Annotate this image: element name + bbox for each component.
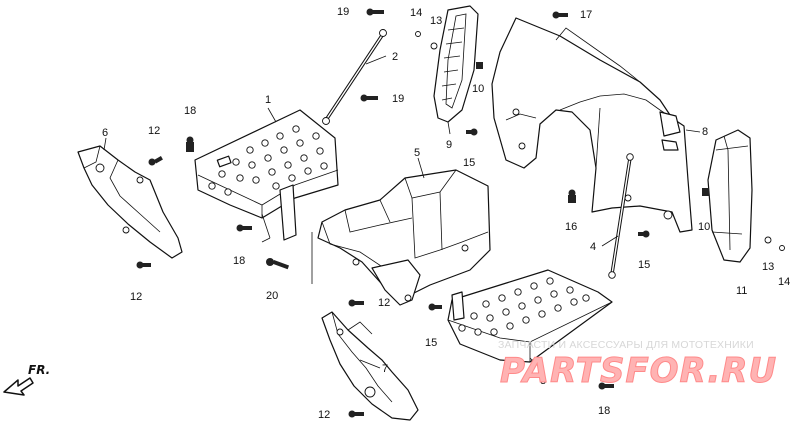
callout-14-top: 14 [410, 7, 422, 19]
callout-8: 8 [702, 126, 708, 138]
part-4-lower-rod [608, 153, 634, 279]
callout-13-top: 13 [430, 15, 442, 27]
callout-19-top: 19 [337, 6, 349, 18]
fasteners [136, 8, 785, 418]
part-3-floor-panel [447, 269, 613, 363]
callout-14-right: 14 [778, 276, 790, 288]
part-8-frame-cover [491, 17, 693, 233]
callout-9: 9 [446, 139, 452, 151]
callout-7: 7 [382, 363, 388, 375]
callout-15-right: 15 [638, 259, 650, 271]
callout-12-bottom: 12 [318, 409, 330, 421]
callout-12-left: 12 [148, 125, 160, 137]
callout-17: 17 [580, 9, 592, 21]
part-9-side-vent [433, 5, 479, 123]
arrow-icon [3, 377, 34, 396]
watermark-brand: PARTSFOR.RU [500, 351, 777, 391]
callout-18-mid: 18 [233, 255, 245, 267]
callout-5: 5 [414, 147, 420, 159]
callout-2: 2 [392, 51, 398, 63]
callout-13-right: 13 [762, 261, 774, 273]
callout-3: 3 [540, 375, 546, 387]
callout-1: 1 [265, 94, 271, 106]
front-direction-indicator: FR. [3, 363, 50, 396]
watermark: ЗАПЧАСТИ И АКСЕССУАРЫ ДЛЯ МОТОТЕХНИКИ PA… [498, 339, 777, 392]
part-1-floor-panel [194, 109, 339, 241]
watermark-tagline: ЗАПЧАСТИ И АКСЕССУАРЫ ДЛЯ МОТОТЕХНИКИ [498, 339, 754, 351]
leader-lines [103, 55, 701, 371]
part-1-holes [208, 125, 328, 196]
part-2-stay-rod [322, 29, 387, 125]
callout-10-top: 10 [472, 83, 484, 95]
callout-11: 11 [736, 285, 747, 297]
part-6-side-bracket [77, 145, 183, 259]
callout-19-mid: 19 [392, 93, 404, 105]
part-5-center-duct [317, 169, 491, 306]
callout-20: 20 [266, 290, 278, 302]
callout-15-center: 15 [463, 157, 475, 169]
part-3-holes [458, 277, 590, 336]
part-7-lower-bracket [321, 311, 419, 421]
callout-12-center: 12 [378, 297, 390, 309]
callout-4: 4 [590, 241, 596, 253]
direction-label: FR. [28, 363, 50, 377]
part-11-right-panel [707, 129, 753, 263]
callout-10-right: 10 [698, 221, 710, 233]
callout-numbers: 1 2 3 4 5 6 7 8 9 10 10 11 12 12 12 12 1… [102, 6, 790, 421]
callout-6: 6 [102, 127, 108, 139]
callout-16: 16 [565, 221, 577, 233]
callout-12-left-lower: 12 [130, 291, 142, 303]
callout-18-lower: 18 [598, 405, 610, 417]
callout-18-upper: 18 [184, 105, 196, 117]
callout-15-lower: 15 [425, 337, 437, 349]
